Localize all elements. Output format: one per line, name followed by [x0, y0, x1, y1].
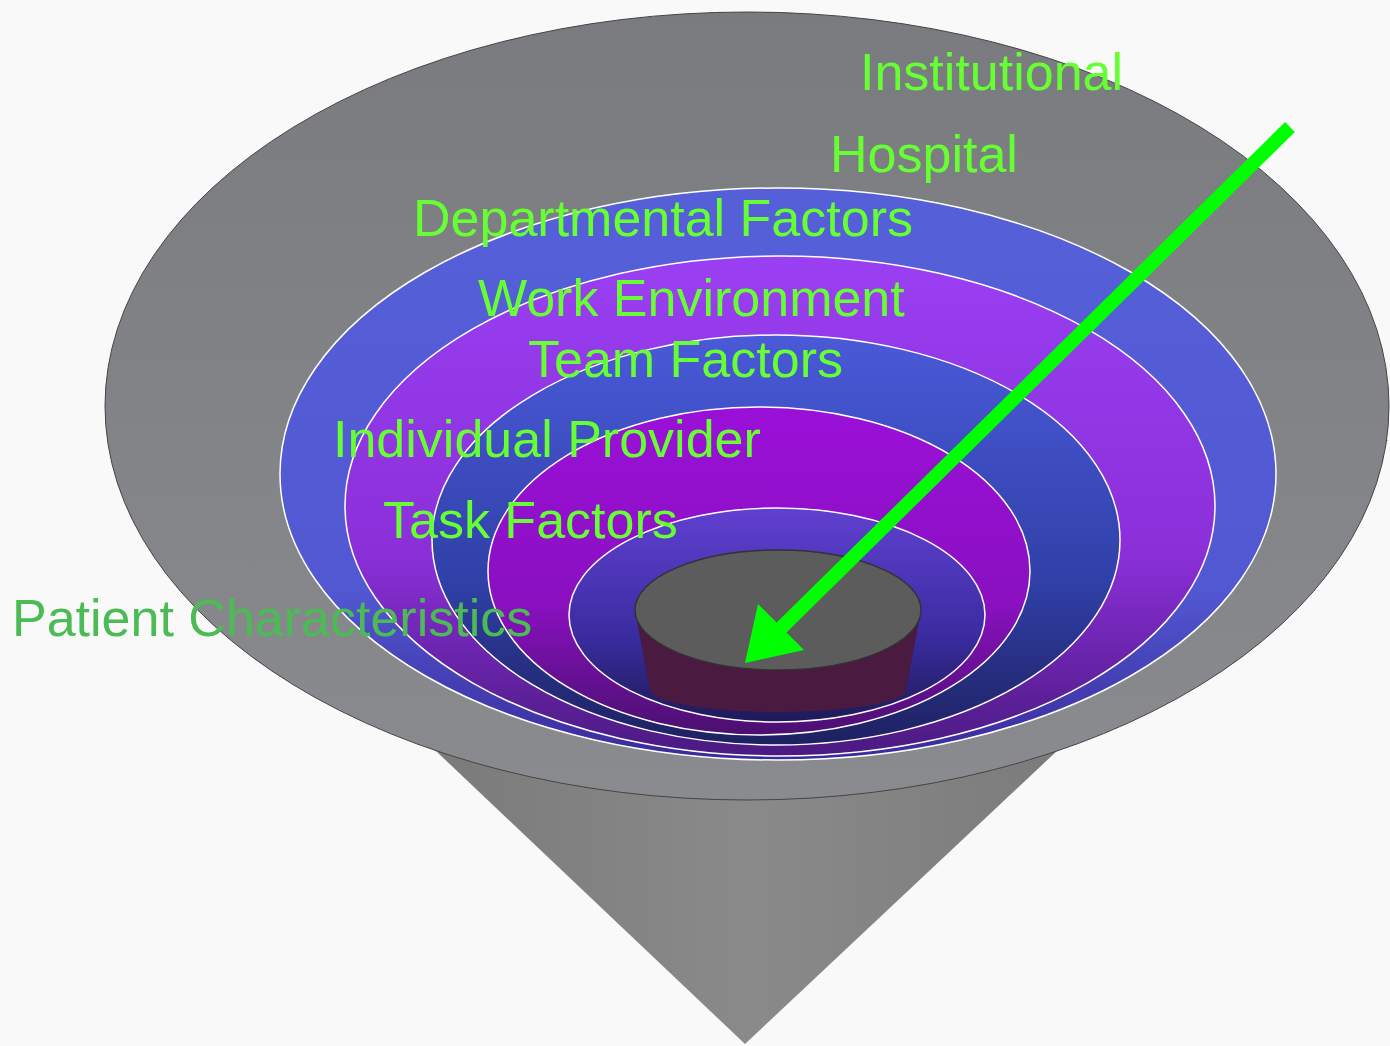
layer-label: Team Factors: [528, 333, 843, 385]
layer-label: Hospital: [830, 128, 1018, 180]
layer-label: Patient Characteristics: [12, 592, 532, 644]
layer-label: Departmental Factors: [413, 192, 913, 244]
layer-label: Individual Provider: [333, 413, 761, 465]
layer-label: Work Environment: [478, 272, 905, 324]
layer-label: Institutional: [860, 46, 1123, 98]
layer-label: Task Factors: [383, 494, 678, 546]
